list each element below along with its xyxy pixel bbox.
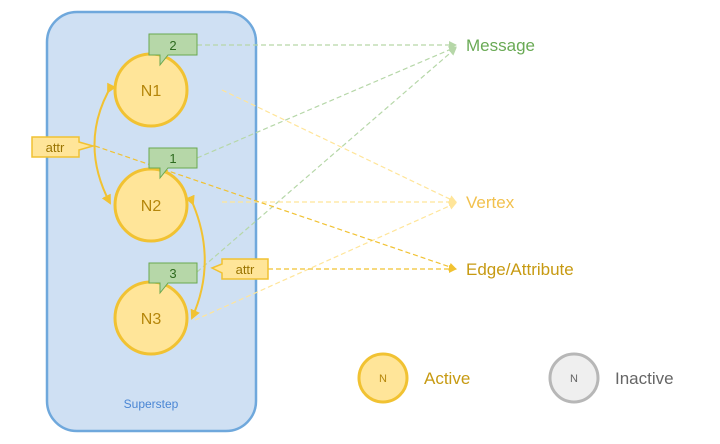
edge-n1-n2 xyxy=(93,82,117,205)
message-callout-3: 3 xyxy=(148,262,198,295)
inactive-node-icon xyxy=(548,352,600,404)
node-n2[interactable]: N2 xyxy=(113,167,189,243)
attr-label: attr xyxy=(236,262,255,277)
message-value: 1 xyxy=(169,151,176,166)
edge-msg3-message xyxy=(196,47,457,273)
target-vertex-label: Vertex xyxy=(466,193,515,212)
active-node-symbol: N xyxy=(379,373,387,385)
attr-callout-2: attr xyxy=(210,258,269,280)
message-callout-2: 2 xyxy=(148,33,198,67)
inactive-node-symbol: N xyxy=(570,373,578,385)
edge-n2-n3 xyxy=(185,194,206,320)
message-value: 2 xyxy=(169,38,176,53)
message-edges xyxy=(196,41,457,273)
attr-label: attr xyxy=(46,140,65,155)
legend-active: N Active xyxy=(357,352,470,404)
target-edge-attribute-label: Edge/Attribute xyxy=(466,260,574,279)
attribute-edges xyxy=(94,145,457,273)
message-callout-1: 1 xyxy=(148,147,198,180)
edge-n1-vertex xyxy=(221,89,457,203)
message-value: 3 xyxy=(169,266,176,281)
legend-active-label: Active xyxy=(424,369,470,388)
node-n1[interactable]: N1 xyxy=(113,52,189,128)
node-n1-label: N1 xyxy=(141,83,162,100)
node-n3-label: N3 xyxy=(141,311,162,328)
legend-inactive-label: Inactive xyxy=(615,369,674,388)
active-node-icon xyxy=(357,352,409,404)
superstep-label: Superstep xyxy=(124,397,179,411)
target-message-label: Message xyxy=(466,36,535,55)
node-n2-label: N2 xyxy=(141,198,162,215)
graph-edges xyxy=(93,82,206,320)
vertex-edges xyxy=(194,89,457,321)
node-n3[interactable]: N3 xyxy=(113,280,189,356)
edge-msg1-message xyxy=(196,46,457,159)
legend-inactive: N Inactive xyxy=(548,352,674,404)
attr-callout-1: attr xyxy=(31,136,96,158)
